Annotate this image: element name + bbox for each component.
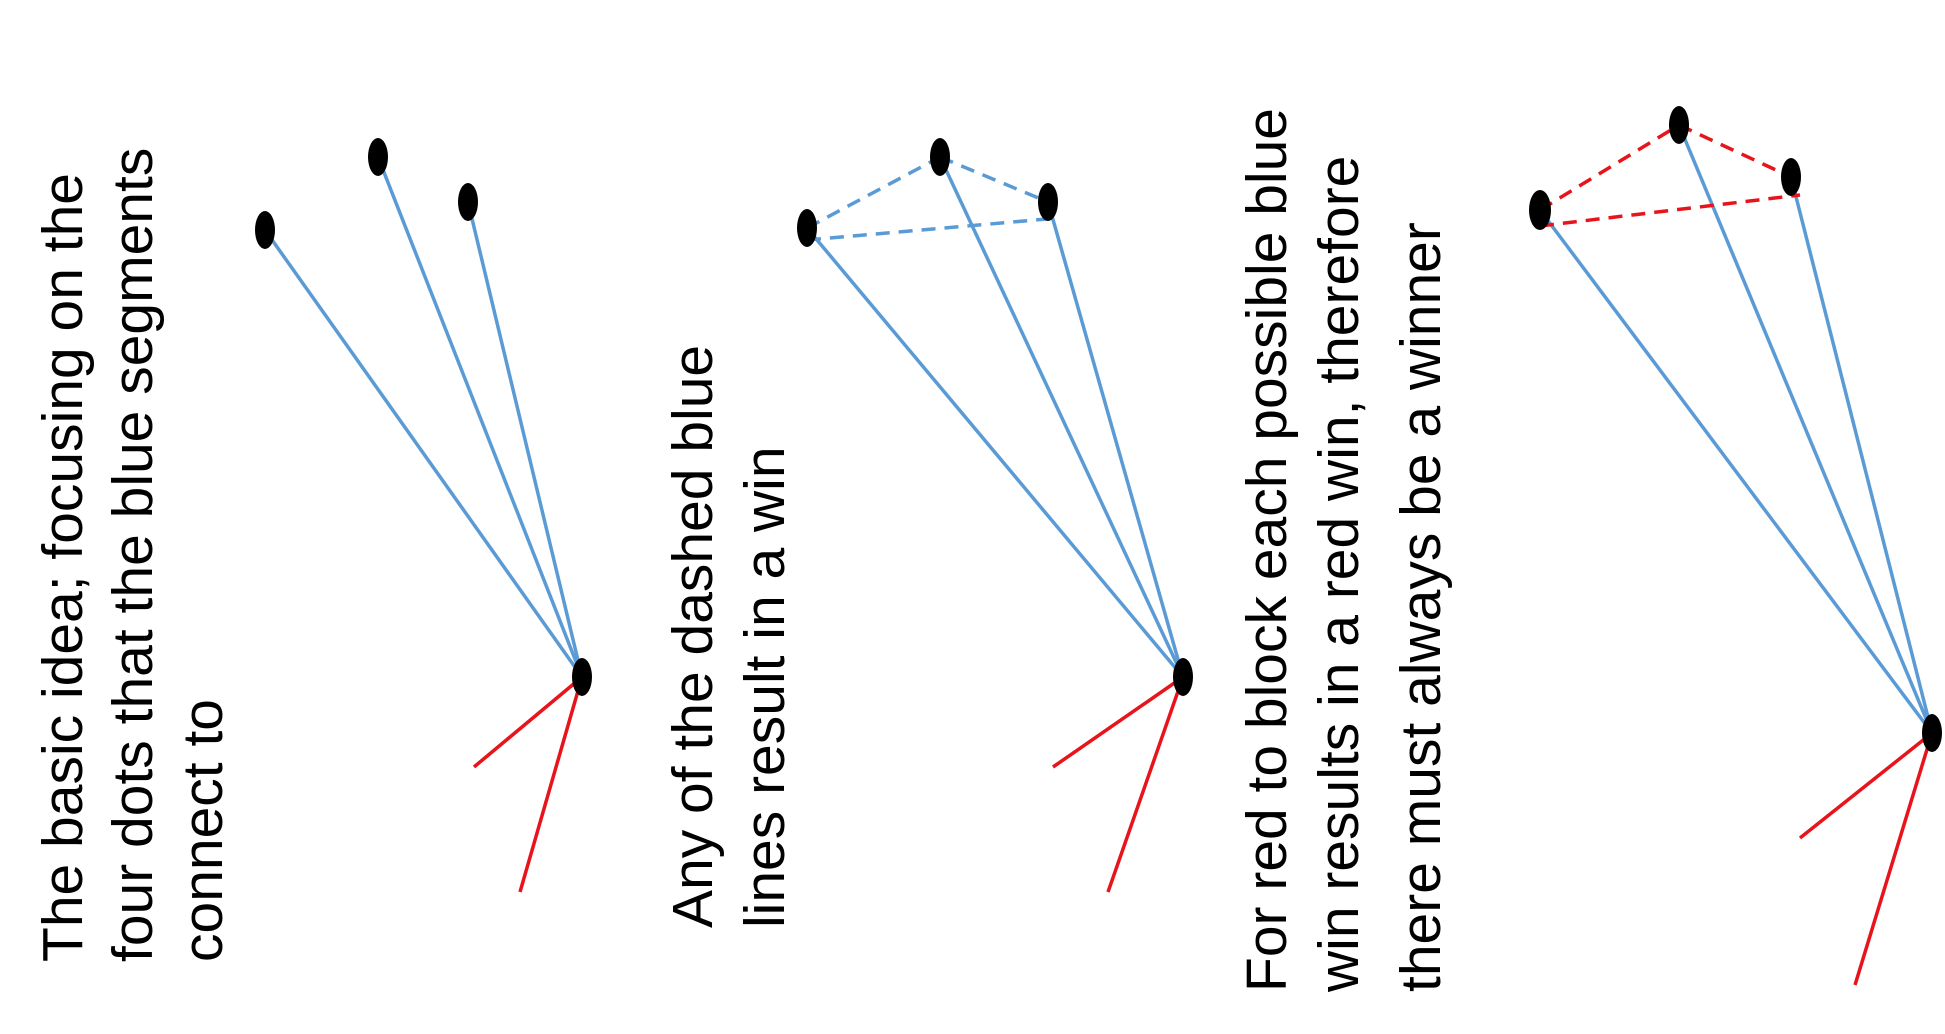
panel-2-caption: Any of the dashed blue lines result in a… — [661, 345, 797, 928]
blue-segment — [376, 156, 584, 678]
blue-segment — [263, 228, 584, 679]
dashed-red-line — [1678, 123, 1792, 179]
endpoint-dot — [1781, 158, 1801, 196]
panel-3-caption-line-2: win results in a red win, therefore — [1307, 156, 1371, 993]
center-dot — [1922, 714, 1942, 752]
panel-3-red-segments — [1798, 731, 1934, 986]
panel-3-blue-segments — [1538, 124, 1934, 735]
panel-2-dashed-blue-lines — [806, 155, 1059, 242]
panel-2-blue-segments — [805, 156, 1185, 679]
blue-segment — [1538, 208, 1934, 735]
center-dot — [1173, 658, 1193, 696]
dashed-blue-line — [939, 155, 1049, 204]
blue-segment — [1046, 201, 1185, 678]
red-segment — [1106, 676, 1185, 893]
center-dot — [572, 658, 592, 696]
endpoint-dot — [458, 183, 478, 221]
panel-1-caption-line-3: connect to — [171, 699, 235, 962]
dashed-red-line — [1539, 193, 1801, 228]
blue-segment — [938, 156, 1185, 678]
blue-segment — [1677, 124, 1934, 734]
red-segment — [1853, 732, 1934, 986]
panel-1-red-segments — [472, 675, 584, 893]
blue-segment — [466, 201, 584, 678]
panel-3-dashed-red-lines — [1539, 123, 1801, 228]
panel-3-caption: For red to block each possible blue win … — [1235, 108, 1453, 993]
panel-1-dots — [255, 138, 592, 696]
panel-1: The basic idea; focusing on the four dot… — [31, 138, 592, 962]
dashed-red-line — [1539, 123, 1680, 212]
panel-3-dots — [1529, 106, 1942, 752]
endpoint-dot — [255, 211, 275, 249]
panel-1-caption-line-2: four dots that the blue segments — [101, 148, 165, 962]
endpoint-dot — [930, 138, 950, 176]
blue-segment — [805, 226, 1185, 679]
panel-1-caption-line-1: The basic idea; focusing on the — [31, 173, 95, 962]
dashed-blue-line — [806, 216, 1059, 242]
panel-1-blue-segments — [263, 156, 584, 679]
panel-2-caption-line-2: lines result in a win — [733, 446, 797, 928]
red-segment — [1052, 675, 1184, 769]
endpoint-dot — [1669, 106, 1689, 144]
panel-3-caption-line-1: For red to block each possible blue — [1235, 108, 1299, 992]
panel-2: Any of the dashed blue lines result in a… — [661, 138, 1193, 928]
red-segment — [472, 675, 584, 769]
endpoint-dot — [797, 209, 817, 247]
endpoint-dot — [1038, 183, 1058, 221]
panel-2-red-segments — [1052, 675, 1185, 893]
endpoint-dot — [368, 138, 388, 176]
endpoint-dot — [1529, 190, 1551, 230]
red-segment — [1798, 731, 1934, 840]
panel-3: For red to block each possible blue win … — [1235, 106, 1942, 993]
panel-1-caption: The basic idea; focusing on the four dot… — [31, 148, 235, 962]
panel-3-caption-line-3: there must always be a winner — [1389, 222, 1453, 992]
panel-2-dots — [797, 138, 1193, 696]
dashed-blue-line — [806, 155, 941, 230]
red-segment — [518, 676, 584, 893]
blue-segment — [1789, 176, 1934, 734]
panel-2-caption-line-1: Any of the dashed blue — [661, 345, 725, 928]
